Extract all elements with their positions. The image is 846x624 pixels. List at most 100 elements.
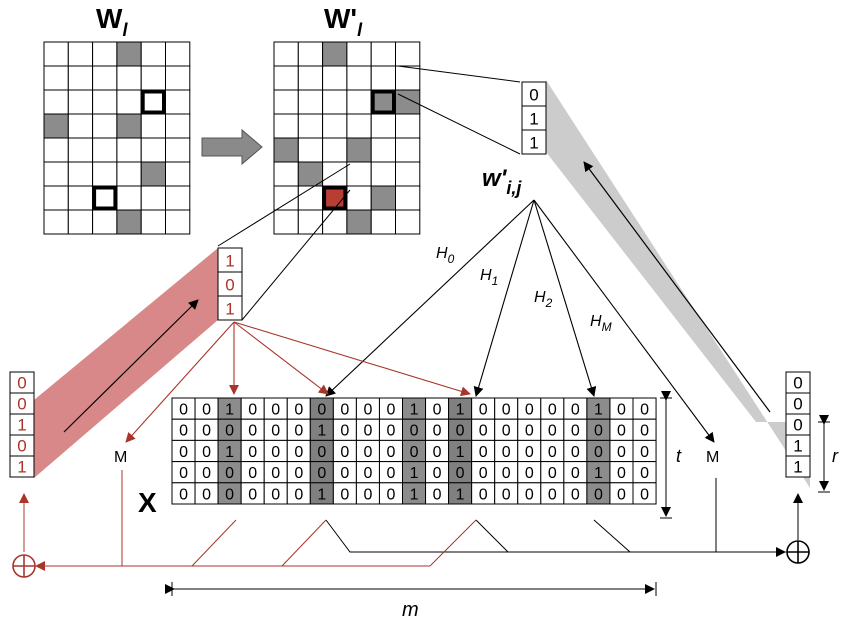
x-matrix-value: 0 [479, 423, 488, 440]
w-matrix-cell [140, 137, 166, 163]
vector-right-value: 0 [793, 373, 802, 392]
w-matrix-cell [92, 89, 118, 115]
vector-right-value: 0 [793, 415, 802, 434]
w-matrix-cell [43, 89, 69, 115]
x-matrix-value: 0 [248, 423, 257, 440]
x-matrix-value: 0 [640, 423, 649, 440]
wprime-matrix-cell [370, 161, 397, 187]
wprime-matrix-cell [273, 137, 299, 163]
x-matrix-value: 0 [617, 465, 626, 482]
vector-red-value: 1 [225, 252, 234, 271]
x-matrix-value: 0 [271, 486, 280, 503]
wprime-matrix-cell [370, 41, 397, 67]
wprime-matrix-cell [322, 65, 348, 91]
wprime-matrix-cell [297, 185, 324, 211]
w-matrix-cell [140, 41, 166, 67]
x-matrix-value: 0 [340, 486, 349, 503]
x-matrix-value: 0 [525, 444, 534, 461]
w-matrix-cell [165, 209, 191, 235]
x-matrix-value: 1 [594, 402, 603, 419]
x-matrix-value: 0 [571, 402, 580, 419]
wprime-matrix-cell [297, 161, 324, 187]
w-matrix-cell [165, 137, 191, 163]
w-matrix [43, 41, 191, 235]
x-matrix-value: 0 [202, 444, 211, 461]
vector-red-value: 1 [225, 300, 234, 319]
x-matrix-value: 0 [640, 486, 649, 503]
gray-band [546, 80, 810, 488]
vector-red-cell [217, 295, 243, 321]
x-matrix-value: 0 [456, 465, 465, 482]
vector-top-cell [521, 129, 547, 155]
x-matrix-value: 0 [594, 486, 603, 503]
wprime-matrix [273, 41, 421, 235]
xor-left [12, 554, 36, 578]
gray-band-arrow [583, 161, 771, 413]
wprime-matrix-cell [297, 65, 324, 91]
vector-right-value: 0 [793, 394, 802, 413]
x-matrix-value: 1 [317, 486, 326, 503]
vector-top-cell [521, 105, 547, 131]
x-matrix-value: 0 [202, 402, 211, 419]
x-matrix-value: 0 [387, 444, 396, 461]
vector-top: 011 [521, 81, 547, 155]
w-matrix-cell [43, 209, 69, 235]
wprime-matrix-cell [346, 137, 372, 163]
wprime-matrix-cell [322, 209, 348, 235]
wprime-matrix-highlight-cell [370, 89, 397, 115]
x-matrix-value: 0 [410, 444, 419, 461]
x-matrix-value: 0 [502, 444, 511, 461]
w-matrix-cell [116, 185, 142, 211]
wprime-matrix-cell [395, 185, 421, 211]
x-matrix-value: 0 [502, 423, 511, 440]
wprime-matrix-cell [297, 209, 324, 235]
x-matrix-value: 0 [479, 402, 488, 419]
wprime-matrix-cell [395, 161, 421, 187]
w-matrix-cell [116, 41, 142, 67]
h1-label: H1 [480, 267, 498, 288]
x-matrix-value: 0 [340, 444, 349, 461]
w-title: Wl [96, 3, 128, 40]
x-matrix-value: 0 [617, 423, 626, 440]
x-matrix-value: 0 [502, 465, 511, 482]
x-matrix-value: 0 [317, 465, 326, 482]
w-matrix-cell [140, 89, 166, 115]
x-matrix-value: 0 [456, 423, 465, 440]
x-matrix-value: 0 [548, 444, 557, 461]
w-matrix-cell [67, 137, 94, 163]
x-matrix-value: 0 [433, 465, 442, 482]
x-matrix-value: 1 [317, 423, 326, 440]
x-matrix-value: 0 [340, 465, 349, 482]
x-matrix-value: 0 [525, 486, 534, 503]
x-matrix-value: 0 [294, 465, 303, 482]
x-matrix-value: 0 [433, 402, 442, 419]
x-matrix-value: 0 [294, 423, 303, 440]
w-matrix-cell [165, 41, 191, 67]
x-matrix-value: 0 [363, 444, 372, 461]
t-label: t [676, 446, 682, 466]
vector-red-cell [217, 247, 243, 273]
x-matrix-value: 1 [225, 402, 234, 419]
vector-red: 101 [217, 247, 243, 321]
x-matrix-value: 0 [387, 465, 396, 482]
wprime-matrix-cell [370, 89, 397, 115]
m-label: m [402, 599, 419, 621]
x-matrix-value: 0 [410, 423, 419, 440]
x-matrix-value: 0 [317, 402, 326, 419]
wprime-matrix-cell [273, 89, 299, 115]
x-matrix-value: 0 [317, 444, 326, 461]
w-matrix-cell [43, 113, 69, 139]
red-band [34, 248, 218, 478]
w-matrix-cell [140, 113, 166, 139]
wprime-matrix-cell [395, 137, 421, 163]
x-matrix-value: 0 [502, 402, 511, 419]
x-matrix-value: 0 [225, 423, 234, 440]
w-matrix-highlight-cell [92, 185, 118, 211]
wprime-matrix-cell [297, 113, 324, 139]
x-matrix-value: 0 [248, 486, 257, 503]
x-matrix-value: 0 [548, 465, 557, 482]
w-matrix-cell [67, 161, 94, 187]
